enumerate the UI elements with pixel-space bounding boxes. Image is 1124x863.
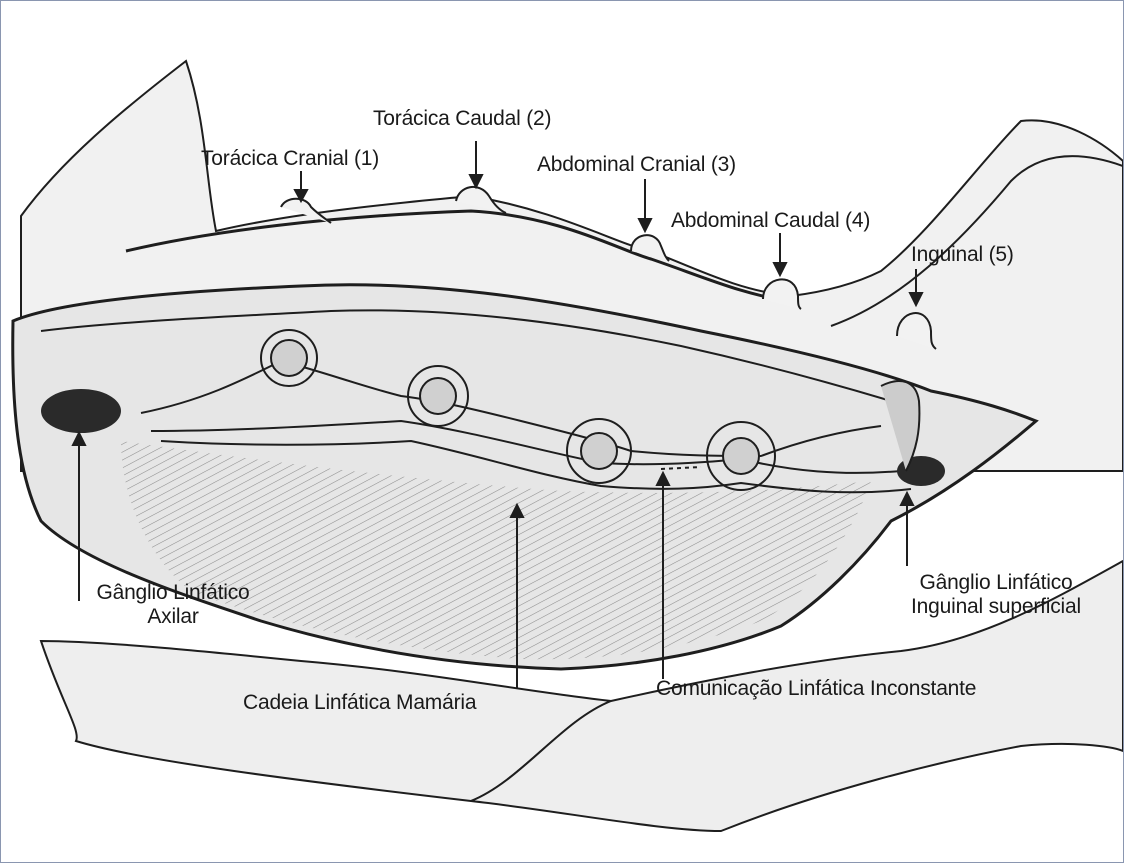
label-ganglio-inguinal-line2: Inguinal superficial <box>881 595 1111 619</box>
label-abdominal-cranial: Abdominal Cranial (3) <box>537 153 736 177</box>
label-toracica-caudal: Torácica Caudal (2) <box>373 107 551 131</box>
label-abdominal-caudal: Abdominal Caudal (4) <box>671 209 870 233</box>
label-toracica-cranial: Torácica Cranial (1) <box>201 147 379 171</box>
label-inguinal: Inguinal (5) <box>911 243 1014 267</box>
label-ganglio-axilar-line1: Gânglio Linfático <box>73 581 273 605</box>
label-comunicacao: Comunicação Linfática Inconstante <box>656 677 976 701</box>
label-ganglio-axilar-line2: Axilar <box>73 605 273 629</box>
label-cadeia-mamaria: Cadeia Linfática Mamária <box>243 691 476 715</box>
label-ganglio-axilar: Gânglio Linfático Axilar <box>73 581 273 629</box>
label-ganglio-inguinal: Gânglio Linfático Inguinal superficial <box>881 571 1111 619</box>
axillary-lymph-node <box>41 389 121 433</box>
label-ganglio-inguinal-line1: Gânglio Linfático <box>881 571 1111 595</box>
